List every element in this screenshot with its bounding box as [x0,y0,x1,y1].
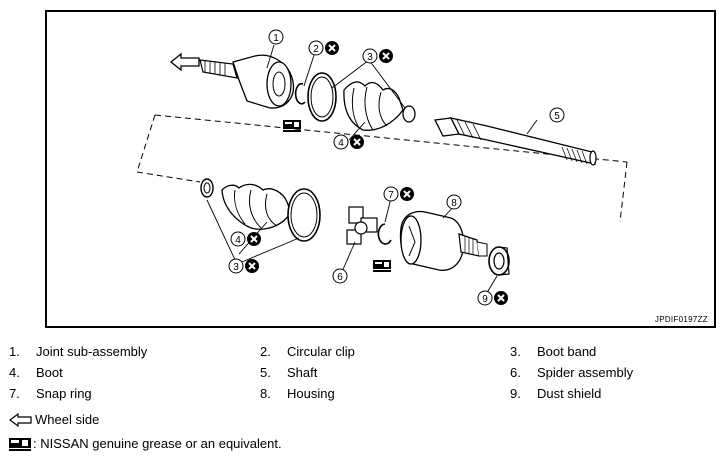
callout-1: 1 [268,29,284,45]
legend-number: 9. [510,386,521,401]
legend-label: Shaft [287,365,318,380]
no-reuse-icon [246,231,262,247]
grease-note: : NISSAN genuine grease or an equivalent… [9,435,282,453]
grease-icon [9,438,31,451]
circular-clip-part [294,82,306,105]
legend-label: Boot [36,365,63,380]
callout-9: 9 [477,290,509,306]
boot-band-lower-part [287,188,321,242]
legend-label: Dust shield [537,386,602,401]
callout-5: 5 [549,107,565,123]
grease-label: : NISSAN genuine grease or an equivalent… [33,436,282,451]
callout-3-bottom: 3 [228,258,260,274]
svg-text:1: 1 [273,33,279,44]
boot-band-small-part [200,178,214,198]
no-reuse-icon [493,290,509,306]
drive-shaft-illustration: 1 2 3 5 4 7 8 [136,29,628,306]
svg-text:7: 7 [388,190,394,201]
legend-number: 4. [9,365,20,380]
legend-label: Housing [287,386,335,401]
svg-text:4: 4 [338,138,344,149]
boot-band-upper-part [307,72,337,122]
legend-number: 3. [510,344,521,359]
legend-number: 5. [260,365,271,380]
callout-3-top: 3 [362,48,394,64]
legend-label: Spider assembly [537,365,634,380]
snap-ring-part [377,223,392,245]
legend-label: Joint sub-assembly [36,344,148,359]
boot-lower-part [221,183,292,230]
exploded-view-diagram: 1 2 3 5 4 7 8 [45,10,716,328]
svg-text:6: 6 [337,272,343,283]
callout-8: 8 [446,194,462,210]
wheel-side-arrow-icon [9,413,32,427]
legend-number: 6. [510,365,521,380]
callout-4-top: 4 [333,134,365,150]
legend-label: Circular clip [287,344,355,359]
boot-upper-part [343,81,416,131]
no-reuse-icon [378,48,394,64]
svg-text:9: 9 [482,294,488,305]
legend-number: 8. [260,386,271,401]
shaft-part [434,117,597,166]
wheel-side-note: Wheel side [9,411,99,429]
svg-text:3: 3 [233,262,239,273]
svg-text:5: 5 [554,111,560,122]
leader-lines [206,44,538,297]
joint-sub-assembly-part [199,54,295,109]
grease-symbol-2 [373,260,391,272]
grease-symbol-1 [283,120,301,132]
svg-text:4: 4 [235,235,241,246]
callout-2: 2 [308,40,340,56]
legend-number: 2. [260,344,271,359]
svg-text:2: 2 [313,44,319,55]
dust-shield-part [488,246,510,276]
assembly-dash-outline [136,114,628,223]
spider-assembly-part [346,206,378,245]
svg-text:8: 8 [451,198,457,209]
legend-number: 1. [9,344,20,359]
legend-number: 7. [9,386,20,401]
legend-label: Boot band [537,344,597,359]
wheel-side-label: Wheel side [35,412,100,427]
no-reuse-icon [349,134,365,150]
diagram-code: JPDIF0197ZZ [654,315,708,324]
wheel-side-arrow [169,52,200,72]
no-reuse-icon [244,258,260,274]
no-reuse-icon [324,40,340,56]
housing-part [399,210,488,271]
svg-text:3: 3 [367,52,373,63]
callout-4-bottom: 4 [230,231,262,247]
legend-label: Snap ring [36,386,92,401]
no-reuse-icon [399,186,415,202]
callout-6: 6 [332,268,348,284]
callout-7: 7 [383,186,415,202]
